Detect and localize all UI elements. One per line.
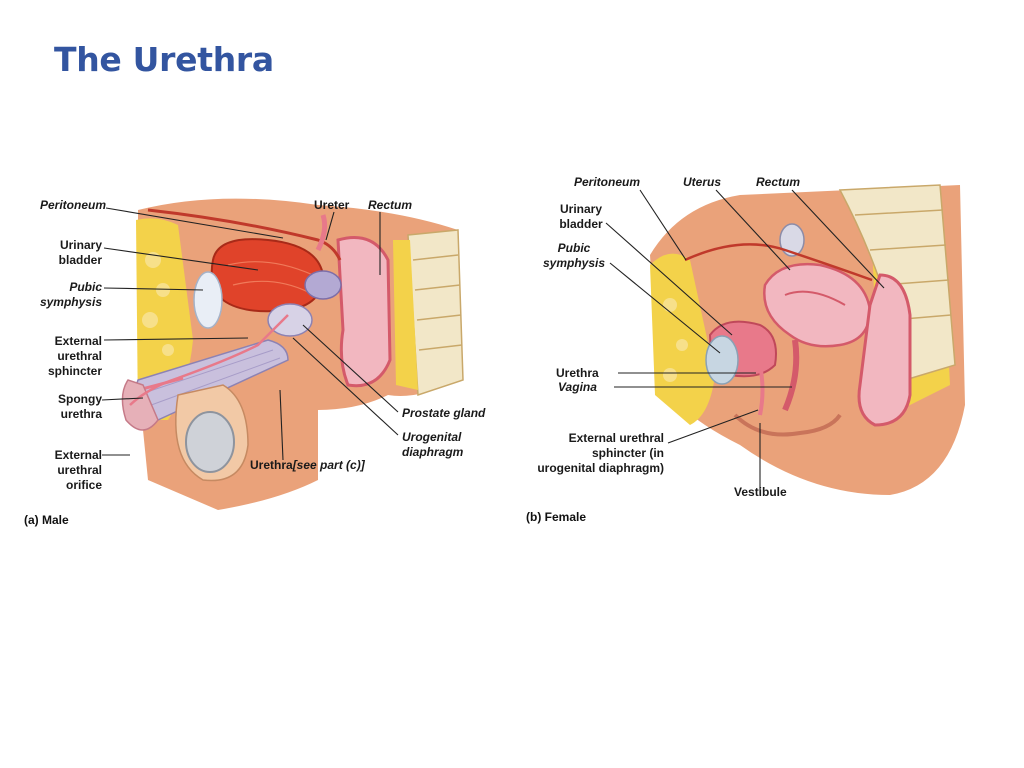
label-peritoneum: Peritoneum <box>39 198 106 212</box>
label-rectum: Rectum <box>368 198 413 212</box>
female-caption: (b) Female <box>526 510 587 524</box>
label-urethra: Urethra[see part (c)] <box>250 458 365 472</box>
female-anatomy-illustration <box>605 184 965 495</box>
label-spongy-urethra: Spongy urethra <box>58 392 102 421</box>
label-rectum-female: Rectum <box>756 175 801 189</box>
label-urinary-bladder: Urinary bladder <box>58 238 102 267</box>
label-peritoneum-female: Peritoneum <box>574 175 641 189</box>
male-anatomy-illustration <box>101 198 464 511</box>
label-uterus: Uterus <box>683 175 722 189</box>
label-urinary-bladder-female: Urinary bladder <box>559 202 603 231</box>
label-pubic-symphysis: Pubic symphysis <box>39 280 102 309</box>
label-vagina: Vagina <box>558 380 597 394</box>
label-prostate-gland: Prostate gland <box>402 406 486 420</box>
female-figure: Peritoneum Uterus Rectum Urinary bladder… <box>510 165 1010 535</box>
label-vestibule: Vestibule <box>734 485 787 499</box>
label-urogenital-diaphragm: Urogenital diaphragm <box>402 430 464 459</box>
label-external-urethral-sphincter: External urethral sphincter <box>47 334 102 378</box>
label-pubic-symphysis-female: Pubic symphysis <box>542 241 606 270</box>
label-urethra-female: Urethra <box>556 366 599 380</box>
male-figure: Peritoneum Ureter Rectum Urinary bladder… <box>18 180 508 535</box>
label-external-urethral-orifice: External urethral orifice <box>54 448 102 492</box>
page-title: The Urethra <box>54 40 274 79</box>
male-caption: (a) Male <box>24 513 69 527</box>
label-external-urethral-sphincter-female: External urethral sphincter (in urogenit… <box>537 431 664 475</box>
label-ureter: Ureter <box>314 198 350 212</box>
